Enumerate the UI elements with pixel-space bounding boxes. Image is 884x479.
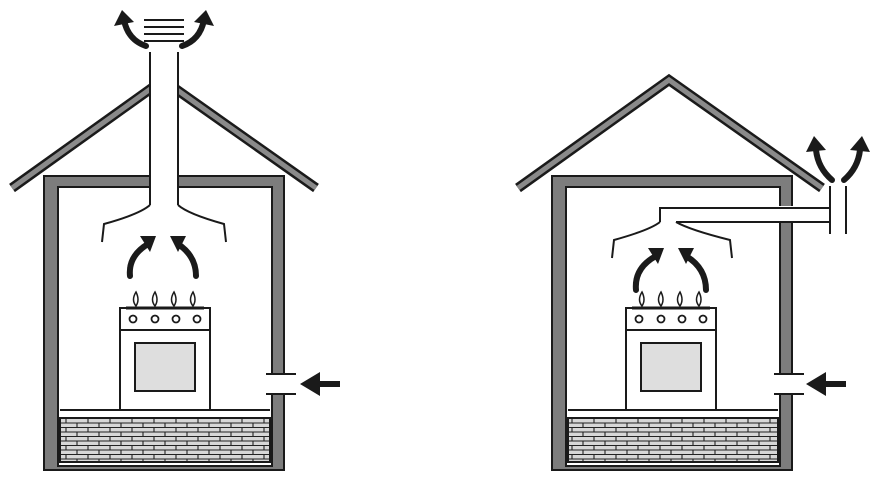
curved-arrow-icon xyxy=(126,236,156,279)
house-right xyxy=(515,73,870,471)
intake-duct-right xyxy=(774,373,804,395)
hood-icon xyxy=(611,221,733,259)
flame-icon xyxy=(632,290,710,310)
hood-icon xyxy=(101,204,227,243)
intake-arrow-icon xyxy=(806,372,846,396)
roof-right xyxy=(515,73,825,193)
intake-duct-left xyxy=(266,373,296,395)
chimney-cap-icon xyxy=(144,19,184,42)
curved-arrow-icon xyxy=(170,236,199,279)
curved-arrow-icon xyxy=(841,136,870,183)
stove-icon xyxy=(625,307,717,411)
flame-icon xyxy=(126,290,204,310)
curved-arrow-icon xyxy=(179,10,214,49)
house-left xyxy=(9,10,340,471)
curved-arrow-icon xyxy=(678,248,709,293)
brick-floor-icon xyxy=(567,417,779,463)
curved-arrow-icon xyxy=(114,10,149,49)
stove-icon xyxy=(119,307,211,411)
vent-pipe-left xyxy=(149,50,179,210)
curved-arrow-icon xyxy=(632,248,664,293)
intake-arrow-icon xyxy=(300,372,340,396)
vent-pipe-right xyxy=(659,186,847,234)
curved-arrow-icon xyxy=(806,136,835,183)
brick-floor-icon xyxy=(59,417,271,463)
